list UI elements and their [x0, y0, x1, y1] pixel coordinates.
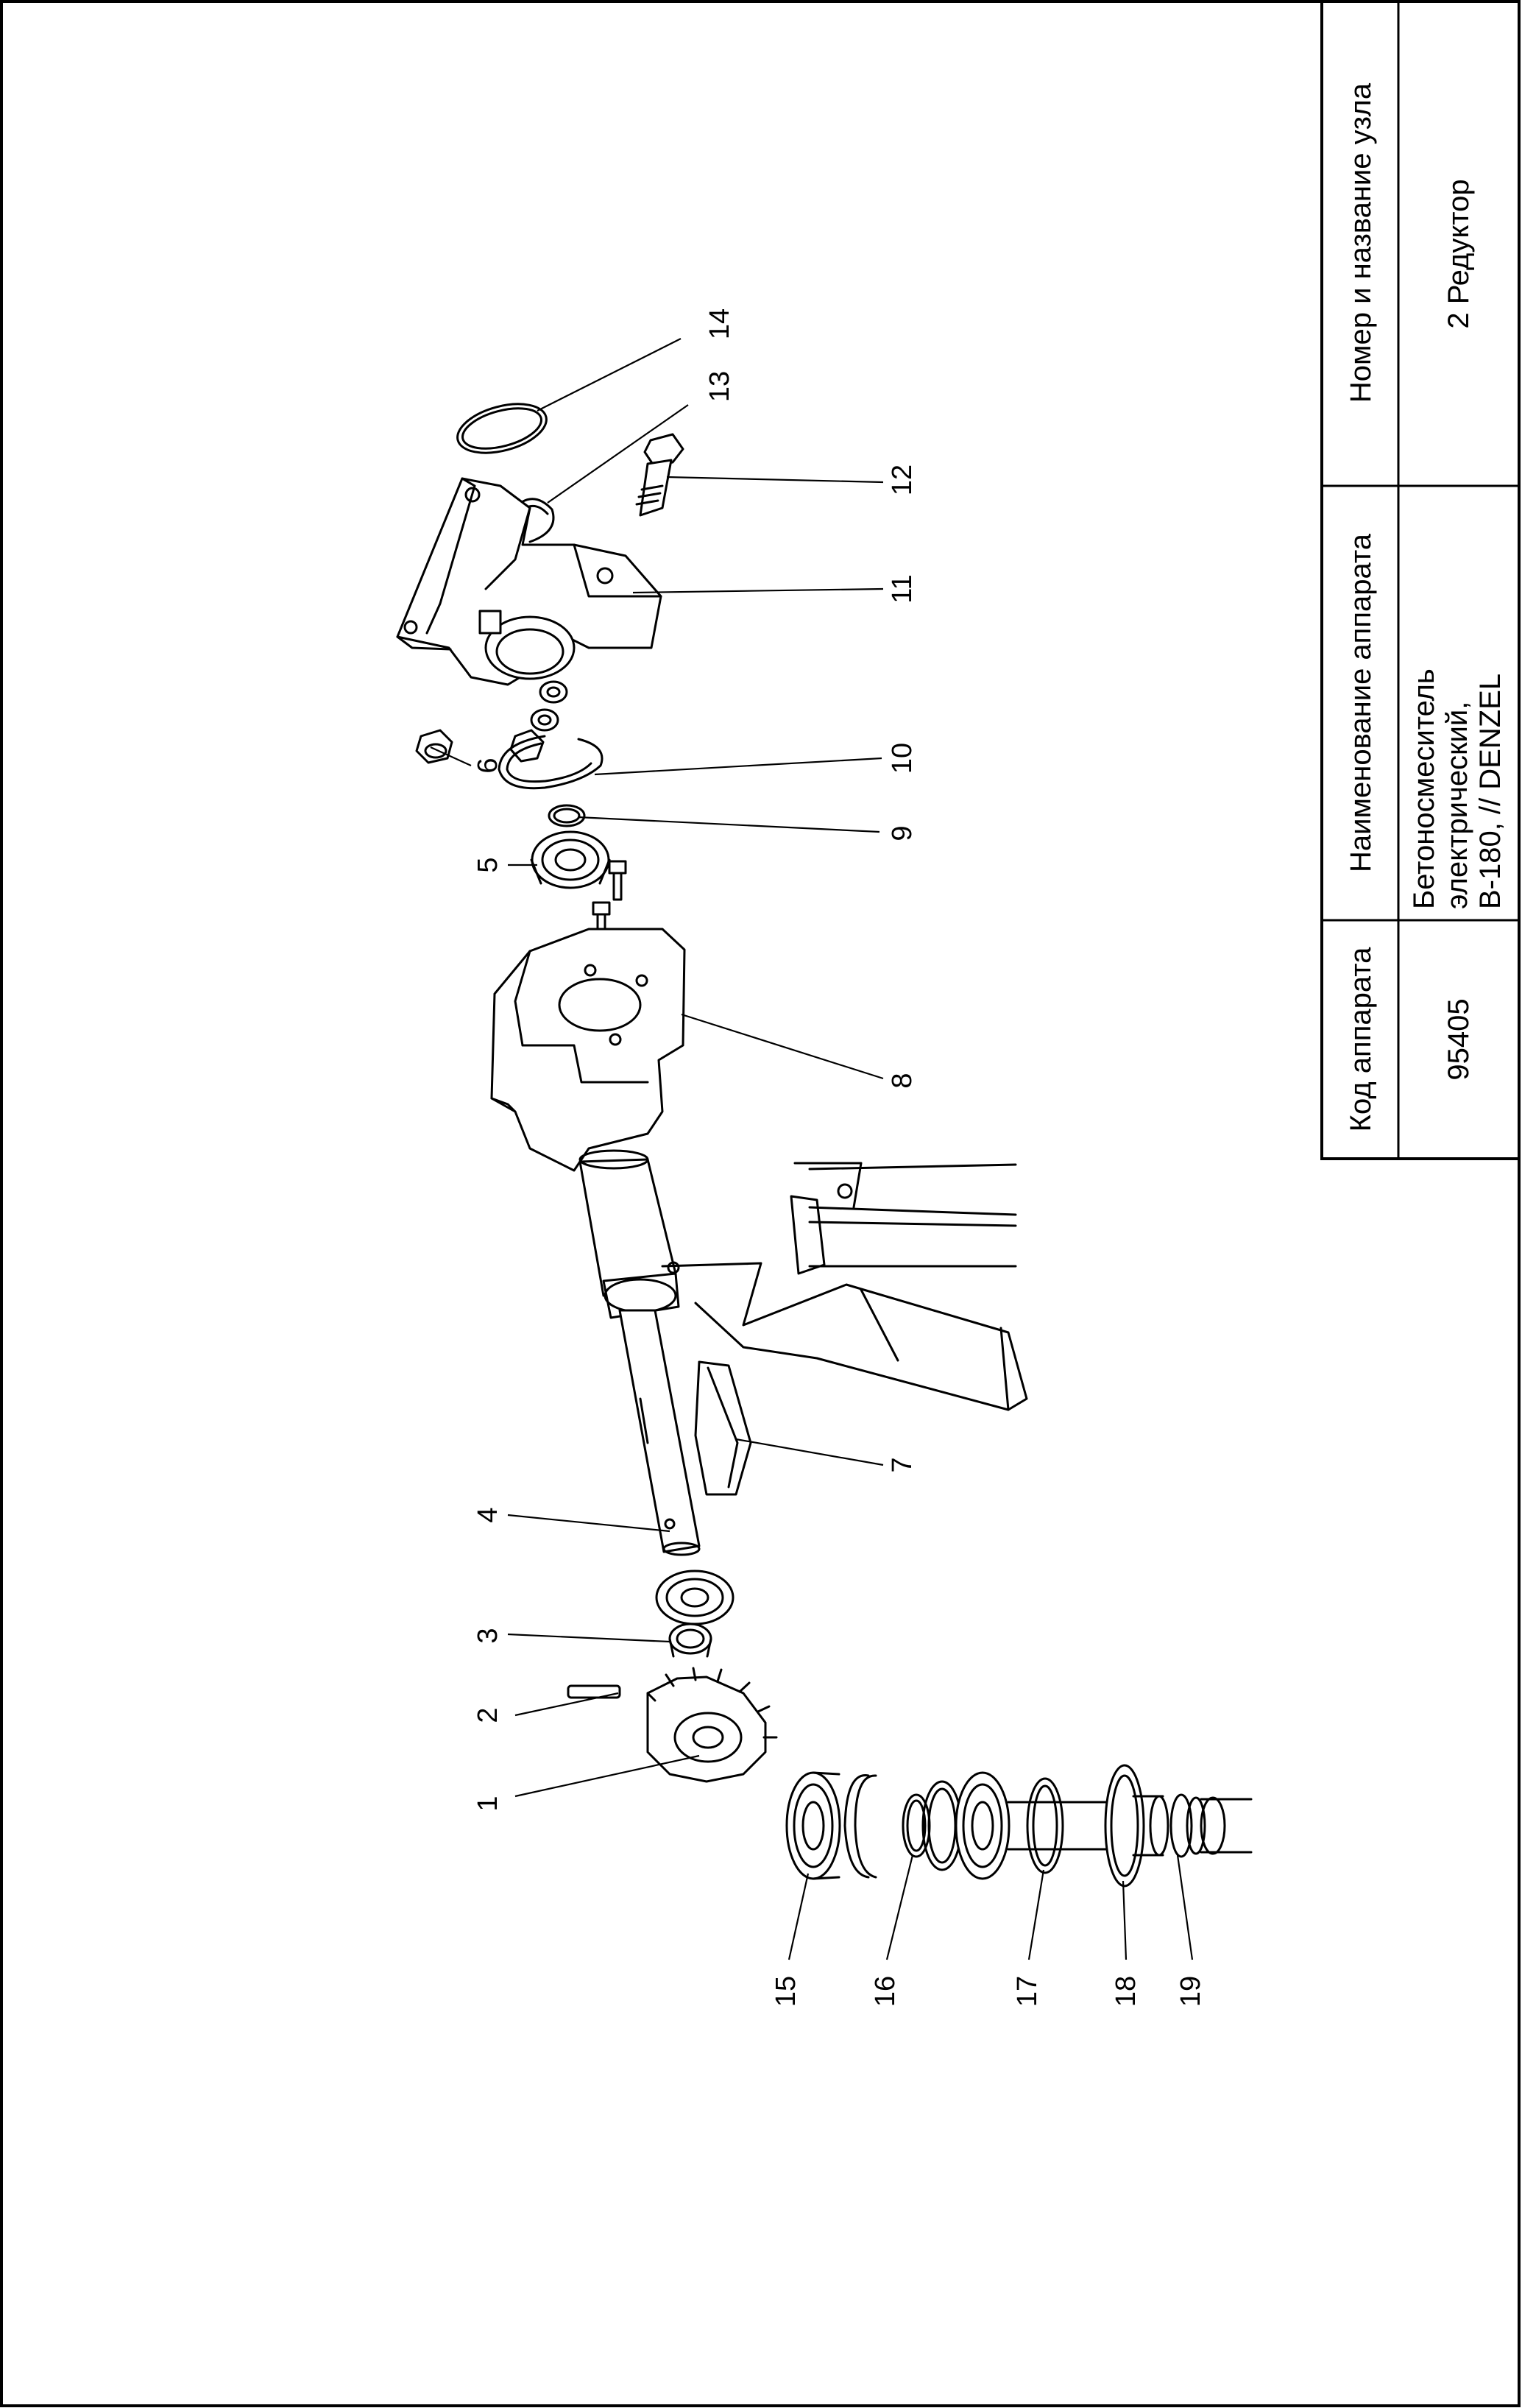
part-8-gear-cover: [490, 928, 686, 1172]
part-5-bearing: [530, 830, 611, 889]
callout-5: 5: [472, 857, 503, 872]
part-bearing-4: [655, 1570, 735, 1625]
callout-11: 11: [887, 574, 918, 603]
part-12-bolt: [635, 433, 684, 517]
code-value: 95405: [1443, 998, 1475, 1080]
title-block: Номер и название узла 2 Редуктор Наимено…: [1320, 0, 1521, 1160]
leader-lines: [430, 338, 1194, 1960]
part-3-bushing: [668, 1623, 712, 1658]
callout-14: 14: [704, 308, 735, 339]
callout-8: 8: [887, 1073, 918, 1088]
part-7-plate: [694, 1360, 752, 1496]
callout-10: 10: [887, 743, 918, 774]
part-screws: [592, 860, 627, 942]
code-header: Код аппарата: [1345, 947, 1377, 1131]
part-6-nut: [415, 729, 453, 764]
callout-7: 7: [887, 1457, 918, 1472]
part-11-housing: [396, 477, 662, 686]
callout-3: 3: [472, 1628, 503, 1643]
part-1-gear: [646, 1667, 778, 1783]
callout-16: 16: [870, 1976, 901, 2007]
unit-header: Номер и название узла: [1345, 82, 1377, 403]
callout-9: 9: [887, 825, 918, 841]
part-ring-a: [843, 1774, 877, 1879]
callout-2: 2: [472, 1707, 503, 1723]
callout-4: 4: [472, 1507, 503, 1522]
callout-1: 1: [472, 1796, 503, 1811]
callout-6: 6: [472, 758, 503, 773]
device-line-2: электрический,: [1441, 702, 1473, 909]
part-2-key: [567, 1684, 621, 1699]
part-4-shaft: [618, 1309, 701, 1556]
callout-18: 18: [1111, 1976, 1142, 2007]
callout-12: 12: [887, 465, 918, 495]
part-9-ring: [548, 804, 586, 827]
part-15-bearing: [785, 1771, 841, 1880]
part-bearing-mid: [955, 1771, 1010, 1880]
device-line-1: Бетоносмеситель: [1408, 668, 1440, 909]
callouts: 1 2 3 4 5 6 7 8 9 10 11 12 13 14 15 16 1…: [472, 308, 1206, 2007]
part-main-tube: [578, 1149, 1028, 1411]
unit-value: 2 Редуктор: [1443, 179, 1475, 328]
device-line-3: В-180, // DENZEL: [1474, 674, 1507, 909]
part-19-collar: [1149, 1793, 1253, 1858]
part-washer-stack: [509, 680, 568, 763]
callout-13: 13: [704, 371, 735, 402]
device-header: Наименование аппарата: [1345, 533, 1377, 872]
part-17-shaft: [1007, 1777, 1113, 1874]
part-10-circlip: [498, 735, 604, 790]
callout-17: 17: [1012, 1976, 1043, 2007]
part-18-flange: [1104, 1764, 1164, 1888]
part-14-oring: [456, 403, 548, 454]
callout-15: 15: [771, 1976, 801, 2007]
callout-19: 19: [1175, 1976, 1206, 2007]
